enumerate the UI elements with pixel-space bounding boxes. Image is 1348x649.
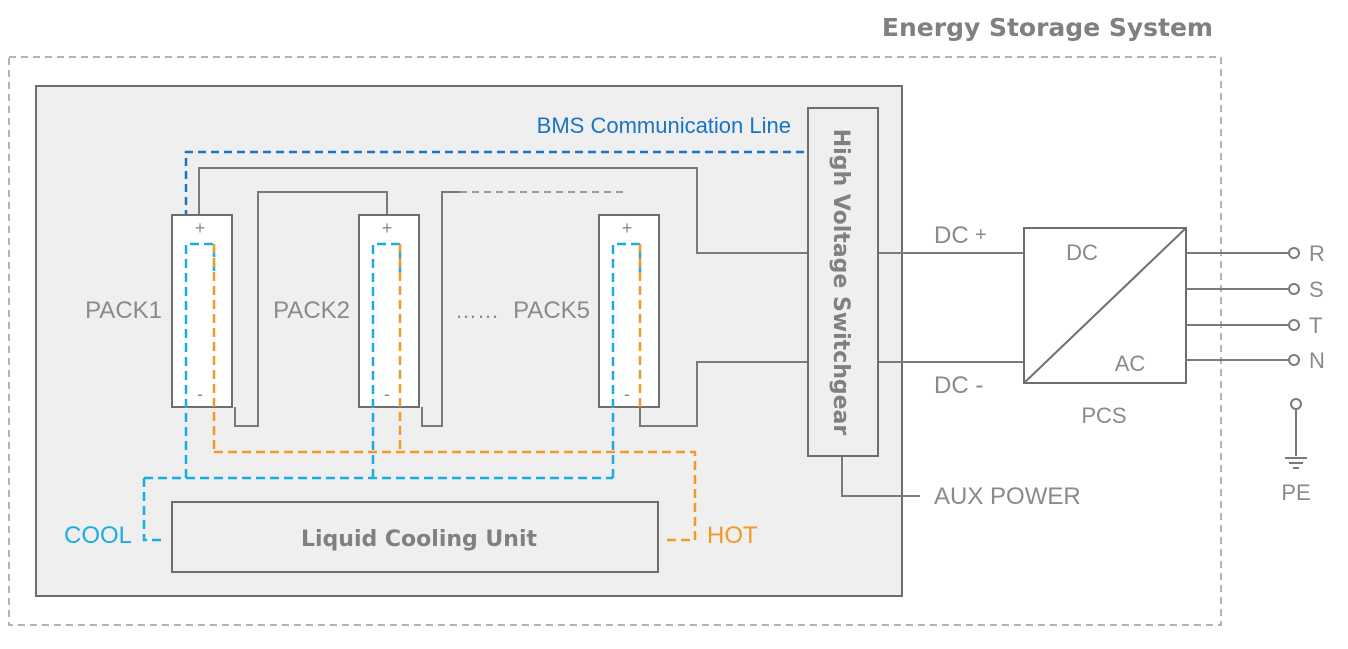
hv-switchgear	[807, 107, 879, 457]
system-boundary	[8, 56, 1222, 626]
liquid-cooling-unit	[171, 501, 659, 573]
pack-ellipsis: ……	[455, 298, 499, 323]
pack-2-minus: -	[384, 384, 390, 404]
pcs-dc-label: DC	[1066, 240, 1098, 265]
output-t: T	[1309, 313, 1322, 338]
cool-label: COOL	[64, 522, 132, 549]
aux-power-label: AUX POWER	[934, 483, 1081, 510]
output-n: N	[1309, 348, 1325, 373]
switchgear-label: High Voltage Switchgear	[828, 129, 853, 436]
pack-1-plus: +	[195, 218, 206, 238]
ac-outputs	[1186, 247, 1300, 366]
output-s: S	[1309, 277, 1324, 302]
hot-label: HOT	[707, 522, 758, 549]
dc-plus-label: DC	[934, 222, 969, 249]
dc-minus-label: DC -	[934, 372, 983, 399]
pack-2-plus: +	[382, 218, 393, 238]
pack-5-plus: +	[622, 218, 633, 238]
bms-label: BMS Communication Line	[537, 113, 791, 138]
output-r: R	[1309, 241, 1325, 266]
pcs-ac-label: AC	[1115, 351, 1146, 376]
hot-loop	[212, 244, 697, 542]
power-wiring	[198, 167, 1024, 497]
pack-5-minus: -	[624, 384, 630, 404]
pcs-name-label: PCS	[1081, 403, 1126, 428]
pack-1-label: PACK1	[85, 297, 162, 324]
ground-icon	[1285, 398, 1307, 469]
cooling-unit-label: Liquid Cooling Unit	[301, 527, 538, 552]
pack-1-minus: -	[197, 384, 203, 404]
pack-1: + -	[171, 214, 233, 408]
pe-label: PE	[1281, 480, 1310, 505]
pack-2-label: PACK2	[273, 297, 350, 324]
pack-5: + -	[598, 214, 660, 408]
system-title: Energy Storage System	[882, 13, 1213, 42]
pcs-diagonal	[1023, 227, 1187, 384]
pack-2: + -	[358, 214, 420, 408]
dc-plus-sign: +	[975, 224, 987, 246]
bms-line	[184, 150, 808, 244]
pack-5-label: PACK5	[513, 297, 590, 324]
